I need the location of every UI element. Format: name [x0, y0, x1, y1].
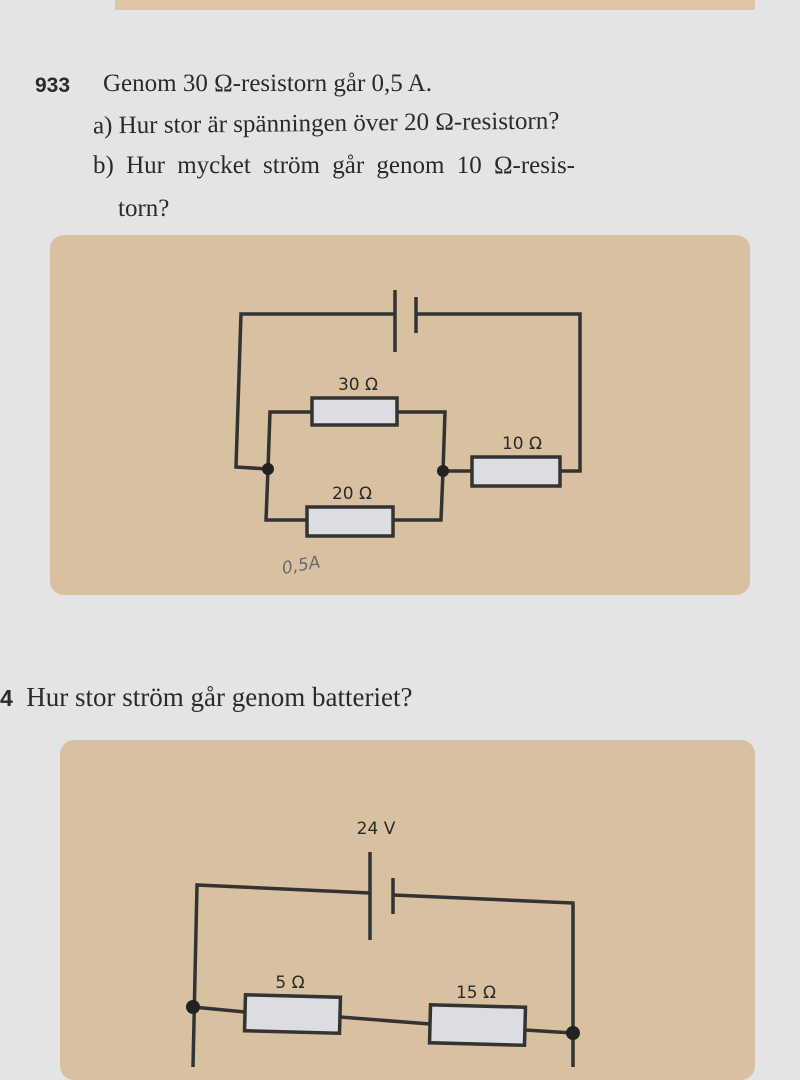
- label-5-ohm: 5 Ω: [275, 973, 304, 993]
- resistor-30-ohm: [310, 396, 399, 427]
- problem-933-part-b-cont: torn?: [118, 195, 170, 222]
- wire-left: [234, 312, 395, 471]
- label-10-ohm: 10 Ω: [502, 434, 542, 454]
- wire-c: [524, 1028, 574, 1035]
- resistor-5-ohm: [242, 992, 343, 1036]
- label-15-ohm: 15 Ω: [456, 983, 496, 1003]
- label-30-ohm: 30 Ω: [338, 375, 378, 395]
- problem-933-part-b: b) Hur mycket ström går genom 10 Ω-resis…: [93, 152, 576, 179]
- label-20-ohm: 20 Ω: [332, 484, 372, 504]
- problem-933-intro: Genom 30 Ω-resistorn går 0,5 A.: [103, 70, 432, 97]
- previous-figure-edge: [115, 0, 755, 10]
- junction-left: [262, 463, 274, 475]
- problem-934-question: 4 Hur stor ström går genom batteriet?: [0, 682, 412, 713]
- wire-right: [416, 312, 582, 473]
- wire-b: [339, 1015, 431, 1026]
- problem-number-934: 4: [0, 685, 13, 711]
- circuit-934: 24 V 5 Ω 15 Ω: [186, 819, 580, 1067]
- resistor-10-ohm: [470, 455, 562, 488]
- junction-right: [566, 1026, 580, 1040]
- circuit-933: 30 Ω 20 Ω 10 Ω 0,5A: [234, 290, 582, 579]
- wire-parallel-right: [393, 410, 447, 522]
- question-text: Hur stor ström går genom batteriet?: [26, 682, 413, 712]
- wire-right: [392, 893, 575, 1067]
- wire-a: [192, 1005, 246, 1014]
- junction-right: [437, 465, 449, 477]
- junction-left: [186, 1000, 200, 1014]
- label-24-volt: 24 V: [357, 819, 396, 839]
- handwritten-note: 0,5A: [280, 553, 322, 579]
- problem-number-933: 933: [35, 74, 71, 97]
- resistor-15-ohm: [427, 1002, 528, 1048]
- circuit-figure-933: [50, 235, 750, 595]
- resistor-20-ohm: [305, 505, 395, 538]
